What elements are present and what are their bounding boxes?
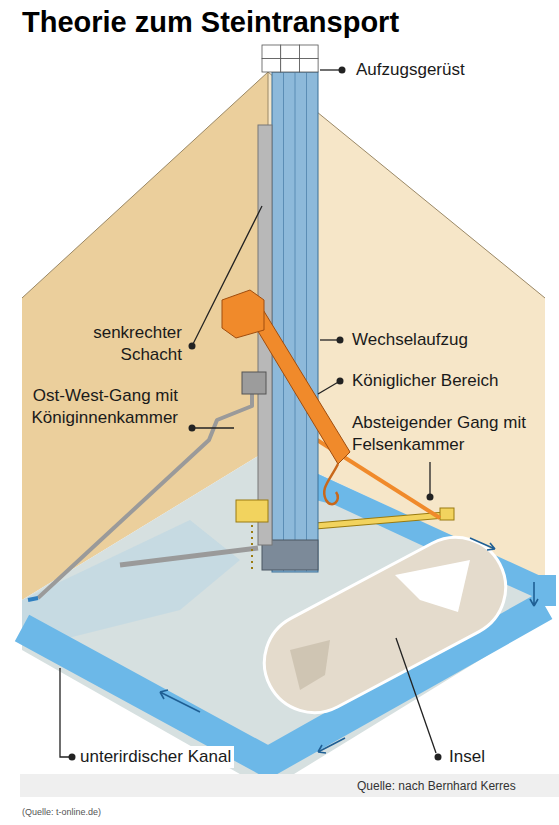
gallery-end: [324, 464, 338, 504]
caption-bar: [20, 774, 559, 797]
part-label: Insel: [446, 746, 488, 768]
chamber: [236, 500, 268, 522]
island-patch: [290, 640, 330, 690]
part-label: unterirdischer Kanal: [77, 746, 234, 768]
elevator: [272, 72, 318, 572]
part-label: Aufzugsgerüst: [356, 59, 465, 81]
source-caption: Quelle: nach Bernhard Kerres: [357, 778, 516, 794]
right-wall: [268, 72, 545, 580]
part-label: Königlicher Bereich: [352, 370, 498, 392]
shaft-dots: [251, 525, 253, 572]
chart-title: Theorie zum Steintransport: [22, 4, 399, 40]
queen-chamber: [242, 372, 266, 394]
part-label: Wechselaufzug: [352, 329, 468, 351]
flow-arrow: [160, 538, 538, 753]
island-patch: [395, 560, 470, 612]
king-chamber: [222, 290, 264, 338]
source-note: (Quelle: t-online.de): [22, 806, 101, 818]
corridor-end: [28, 598, 38, 600]
rock-chamber: [440, 508, 454, 520]
part-label: Ost-West-Gang mit Königinnenkammer: [13, 385, 178, 429]
grand-gallery: [250, 308, 350, 464]
corridor: [120, 548, 258, 565]
part-label: senkrechter Schacht: [62, 322, 182, 366]
elevator-lines: [284, 72, 307, 572]
part-label: Absteigender Gang mit Felsenkammer: [352, 412, 532, 456]
scaffold: [262, 45, 318, 72]
island: [247, 520, 524, 730]
